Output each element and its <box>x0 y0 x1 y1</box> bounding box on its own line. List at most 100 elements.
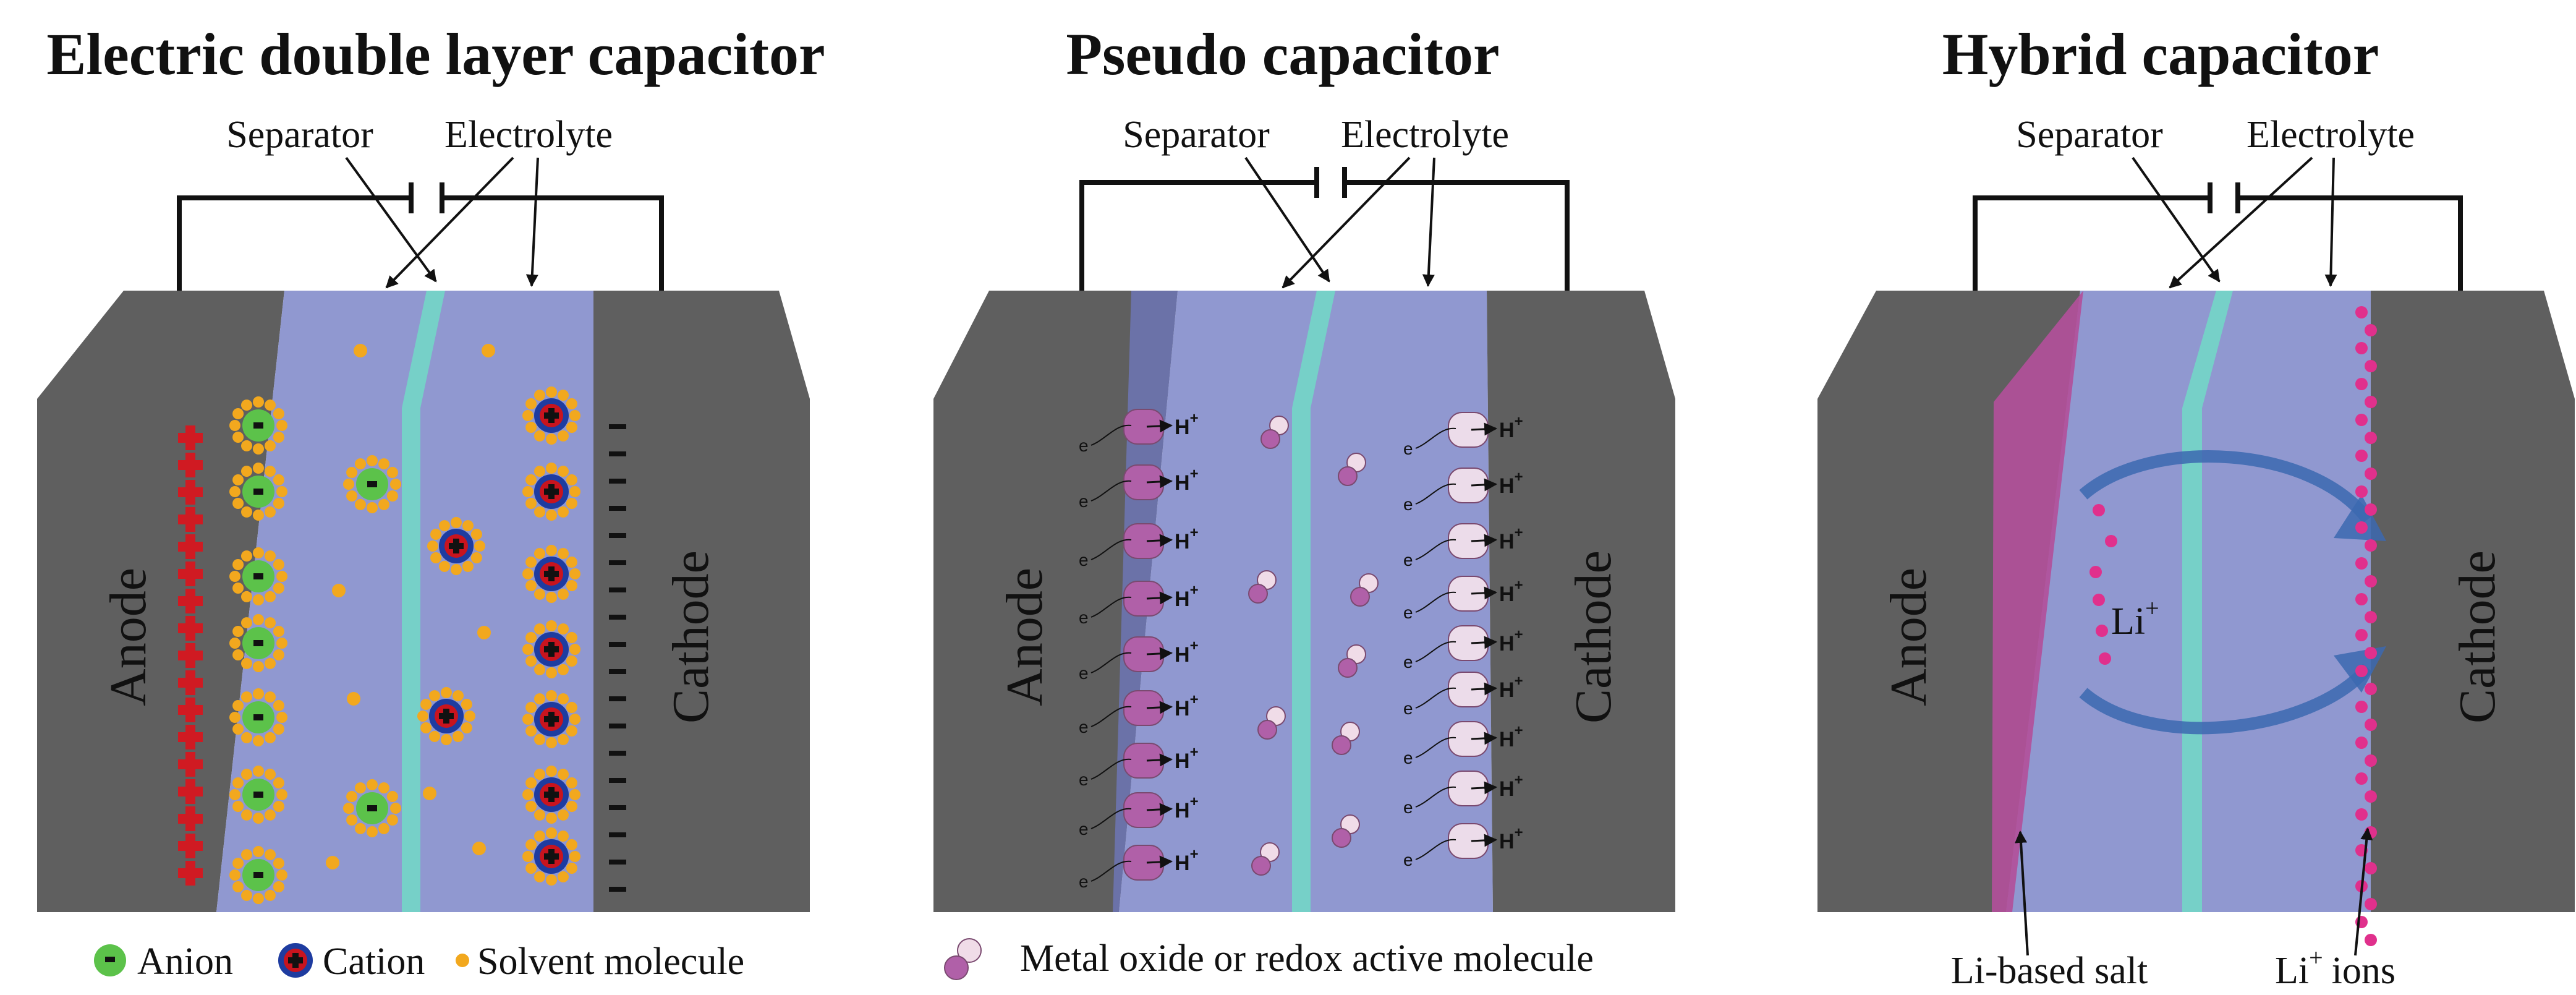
anode-positive-charge <box>178 806 203 831</box>
pseudo-redox-sites: eH+eH+eH+eH+eH+eH+eH+eH+eH+eH+eH+eH+eH+e… <box>1079 409 1523 891</box>
edlc-external-circuit <box>177 195 664 291</box>
anode-positive-charge <box>178 534 203 559</box>
pseudo-anode-label: Anode <box>996 568 1053 706</box>
metal-oxide-molecule <box>1338 453 1366 486</box>
hybrid-title: Hybrid capacitor <box>1942 21 2379 87</box>
li-ion <box>2105 535 2117 547</box>
anode-positive-charge <box>178 752 203 777</box>
cathode-negative-charge <box>609 642 626 647</box>
solvent-molecule <box>423 787 436 800</box>
hybrid-salt-pointer <box>2015 831 2029 956</box>
cathode-negative-charge <box>609 887 626 892</box>
li-ion-intercalated <box>2365 862 2377 874</box>
anode-positive-charge <box>178 589 203 613</box>
solvent-molecule <box>326 856 339 869</box>
solvated-cation <box>522 766 580 824</box>
li-ion-intercalated <box>2365 898 2377 910</box>
cathode-negative-charge <box>609 451 626 456</box>
pseudo-legend: Metal oxide or redox active molecule <box>944 937 1594 980</box>
legend-solvent-icon <box>456 954 469 967</box>
cathode-negative-charge <box>609 778 626 783</box>
cathode-negative-charge <box>609 860 626 865</box>
edlc-cathode-label: Cathode <box>662 550 720 724</box>
metal-oxide-molecule <box>1332 814 1360 848</box>
edlc-title: Electric double layer capacitor <box>46 21 825 87</box>
cathode-negative-charge <box>609 724 626 728</box>
edlc-cathode-electrode <box>593 291 810 912</box>
pseudo-separator-pointer <box>1244 156 1330 283</box>
anode-positive-charge <box>178 616 203 641</box>
li-ion-intercalated <box>2355 378 2368 390</box>
solvated-anion <box>343 779 401 837</box>
svg-text:e: e <box>1079 550 1089 570</box>
svg-text:e: e <box>1079 770 1089 789</box>
hybrid-electrolyte-pointer <box>2169 156 2313 289</box>
solvent-molecule <box>347 692 360 706</box>
li-ion <box>2089 566 2102 578</box>
solvent-molecule <box>472 842 486 855</box>
svg-text:e: e <box>1403 748 1413 767</box>
pseudo-electrolyte-pointer <box>1422 157 1435 287</box>
li-ion-intercalated <box>2365 432 2377 444</box>
anode-positive-charge <box>178 670 203 695</box>
li-ion-intercalated <box>2355 557 2368 570</box>
edlc-cathode-charges <box>609 424 626 892</box>
redox-site: eH+ <box>1403 721 1523 767</box>
edlc-anode-electrode <box>37 291 284 912</box>
cathode-negative-charge <box>609 805 626 810</box>
li-ion <box>2093 594 2105 606</box>
hybrid-separator-label: Separator <box>2016 114 2163 156</box>
anode-positive-charge <box>178 507 203 532</box>
edlc-separator <box>402 291 445 912</box>
solvent-molecule <box>477 626 491 639</box>
pseudo-anode-electrode <box>933 291 1178 912</box>
redox-site: eH+ <box>1403 523 1523 570</box>
li-ion-intercalated <box>2355 737 2368 749</box>
cathode-negative-charge <box>609 751 626 756</box>
edlc-electrolyte-pointer <box>385 156 514 289</box>
anode-positive-charge <box>178 698 203 722</box>
svg-text:e: e <box>1079 664 1089 683</box>
svg-text:e: e <box>1403 699 1413 718</box>
li-ion-intercalated <box>2365 647 2377 659</box>
solvated-cation <box>522 827 580 886</box>
li-ion-intercalated <box>2355 701 2368 713</box>
anode-positive-charge <box>178 480 203 505</box>
cathode-negative-charge <box>609 669 626 674</box>
li-ion-intercalated <box>2355 485 2368 498</box>
edlc-electrolyte-label: Electrolyte <box>444 114 613 156</box>
metal-oxide-molecule <box>1350 573 1379 607</box>
hybrid-li-ion-label: Li+ <box>2111 594 2159 643</box>
solvated-anion <box>229 688 287 746</box>
svg-text:e: e <box>1403 850 1413 869</box>
edlc-legend: Anion Cation Solvent molecule <box>94 941 744 983</box>
legend-anion-label: Anion <box>137 941 233 983</box>
hybrid-ion-flow-arrow-lower <box>2079 664 2373 735</box>
metal-oxide-molecule <box>1248 570 1277 604</box>
solvated-anion <box>229 463 287 521</box>
li-ion-intercalated <box>2355 629 2368 641</box>
li-ion-intercalated <box>2355 593 2368 605</box>
hybrid-separator-pointer <box>2132 156 2221 283</box>
anode-positive-charge <box>178 643 203 668</box>
li-ion <box>2099 652 2111 665</box>
hybrid-li-ions <box>2089 306 2377 946</box>
solvent-molecule <box>482 344 495 357</box>
li-ion-intercalated <box>2365 575 2377 587</box>
edlc-electrolyte-pointer <box>525 157 539 287</box>
pseudo-electrolyte-label: Electrolyte <box>1341 114 1509 156</box>
solvent-molecule <box>332 584 346 597</box>
solvent-molecule <box>354 344 367 357</box>
svg-text:e: e <box>1079 872 1089 891</box>
hybrid-ions-label: Li+ions <box>2275 944 2395 992</box>
li-ion-intercalated <box>2355 521 2368 534</box>
svg-text:e: e <box>1403 603 1413 622</box>
redox-site: eH+ <box>1079 845 1199 891</box>
solvated-cation <box>522 386 580 445</box>
solvated-cation <box>417 687 475 745</box>
redox-site: eH+ <box>1079 523 1199 570</box>
li-ion <box>2093 504 2105 516</box>
anode-positive-charge <box>178 834 203 858</box>
pseudo-title: Pseudo capacitor <box>1066 21 1499 87</box>
li-ion-intercalated <box>2365 611 2377 623</box>
